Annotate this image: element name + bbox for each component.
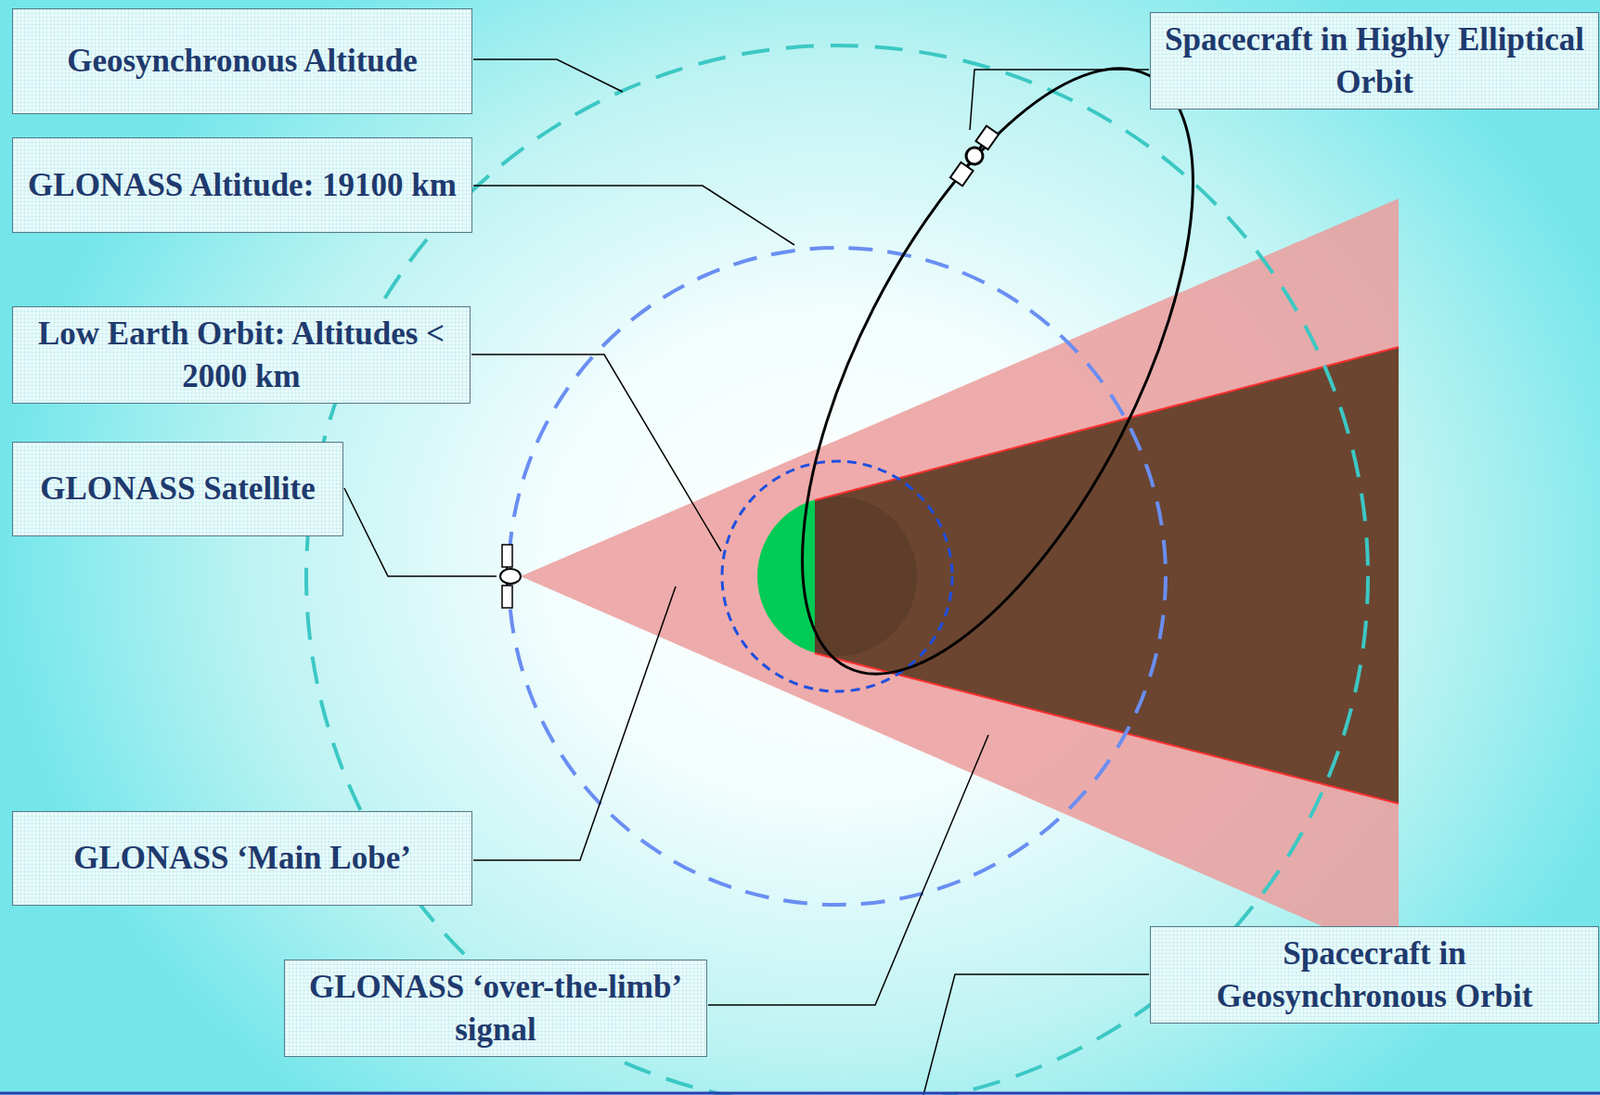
bottom-rule	[0, 1092, 1600, 1095]
shadow-edge	[814, 653, 1399, 804]
label-text: GLONASS ‘Main Lobe’	[73, 837, 412, 880]
label-text: Spacecraft in Geosynchronous Orbit	[1163, 932, 1586, 1018]
label-text: Low Earth Orbit: Altitudes < 2000 km	[25, 312, 457, 398]
label-text: GLONASS Altitude: 19100 km	[27, 164, 457, 207]
shadow-edge	[814, 347, 1399, 501]
leo-orbit	[722, 461, 953, 692]
earth-night-side	[814, 496, 917, 657]
label-box: GLONASS Altitude: 19100 km	[12, 137, 473, 233]
label-box: GLONASS ‘over-the-limb’ signal	[283, 959, 708, 1058]
label-text: Geosynchronous Altitude	[66, 39, 418, 83]
earth	[757, 496, 917, 657]
label-box: GLONASS Satellite	[12, 441, 344, 537]
label-box: Geosynchronous Altitude	[12, 8, 473, 115]
label-box: GLONASS ‘Main Lobe’	[12, 811, 473, 906]
label-text: GLONASS Satellite	[39, 467, 316, 511]
glonass-orbit	[508, 247, 1166, 905]
label-text: Spacecraft in Highly Elliptical Orbit	[1163, 18, 1586, 104]
label-box: Spacecraft in Highly Elliptical Orbit	[1149, 12, 1600, 110]
label-text: GLONASS ‘over-the-limb’ signal	[297, 966, 694, 1051]
label-box: Low Earth Orbit: Altitudes < 2000 km	[12, 306, 471, 404]
elliptical-orbit	[722, 12, 1273, 731]
glonass-satellite-icon	[500, 544, 521, 608]
label-box: Spacecraft in Geosynchronous Orbit	[1149, 926, 1600, 1024]
main-lobe-cone	[520, 198, 1399, 960]
heo-spacecraft-icon	[949, 125, 1000, 187]
